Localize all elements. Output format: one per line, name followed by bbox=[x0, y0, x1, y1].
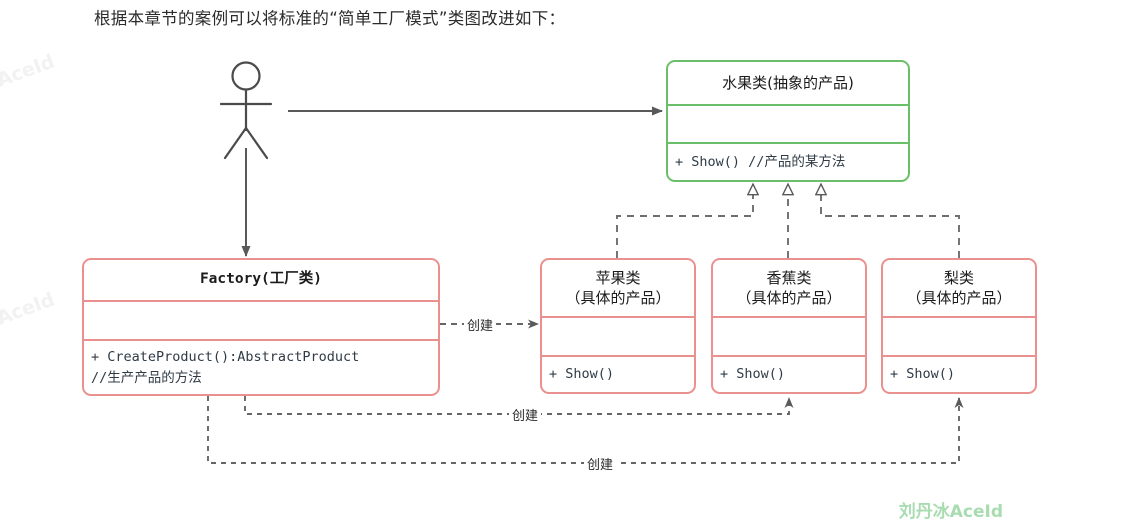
edge-label-create-apple: 创建 bbox=[464, 315, 497, 334]
class-methods-banana: + Show() bbox=[713, 355, 865, 392]
actor-head bbox=[231, 61, 261, 91]
watermark-author: 刘丹冰AceId bbox=[898, 502, 1003, 522]
class-name-apple: 苹果类 bbox=[595, 268, 641, 287]
actor-leg-left bbox=[223, 126, 248, 160]
method-show-banana: + Show() bbox=[720, 366, 786, 383]
class-box-banana[interactable]: 香蕉类 （具体的产品） + Show() bbox=[711, 258, 867, 394]
class-methods-abstract-product: + Show() //产品的某方法 bbox=[668, 142, 908, 180]
class-attributes-abstract-product bbox=[668, 104, 908, 142]
edge-label-create-banana: 创建 bbox=[509, 405, 542, 424]
class-name-abstract-product: 水果类(抽象的产品) bbox=[722, 73, 854, 92]
class-stereotype-apple: （具体的产品） bbox=[565, 289, 671, 307]
class-attributes-apple bbox=[542, 316, 694, 355]
class-name-pear: 梨类 bbox=[943, 268, 974, 287]
class-box-factory[interactable]: Factory(工厂类) + CreateProduct():AbstractP… bbox=[82, 258, 440, 396]
class-name-banana: 香蕉类 bbox=[766, 268, 812, 287]
class-methods-factory: + CreateProduct():AbstractProduct //生产产品… bbox=[84, 339, 438, 394]
edge-pear-realizes-abstract bbox=[821, 184, 960, 258]
class-attributes-pear bbox=[883, 316, 1035, 355]
class-box-abstract-product[interactable]: 水果类(抽象的产品) + Show() //产品的某方法 bbox=[666, 60, 910, 182]
class-box-apple[interactable]: 苹果类 （具体的产品） + Show() bbox=[540, 258, 696, 394]
method-show-abstract: + Show() //产品的某方法 bbox=[675, 153, 846, 170]
method-show-apple: + Show() bbox=[549, 366, 615, 383]
class-title-factory: Factory(工厂类) bbox=[84, 260, 438, 300]
method-create-product-comment: //生产产品的方法 bbox=[91, 369, 202, 386]
class-title-banana: 香蕉类 （具体的产品） bbox=[713, 260, 865, 316]
class-stereotype-pear: （具体的产品） bbox=[906, 289, 1012, 307]
page-title: 根据本章节的案例可以将标准的“简单工厂模式”类图改进如下： bbox=[94, 9, 566, 28]
edge-apple-realizes-abstract bbox=[616, 184, 753, 258]
class-title-abstract-product: 水果类(抽象的产品) bbox=[668, 62, 908, 104]
method-show-pear: + Show() bbox=[890, 366, 956, 383]
class-title-apple: 苹果类 （具体的产品） bbox=[542, 260, 694, 316]
class-methods-pear: + Show() bbox=[883, 355, 1035, 392]
class-title-pear: 梨类 （具体的产品） bbox=[883, 260, 1035, 316]
actor-stick-figure bbox=[219, 61, 273, 160]
class-name-factory: Factory(工厂类) bbox=[199, 271, 323, 288]
actor-leg-right bbox=[244, 126, 269, 160]
class-box-pear[interactable]: 梨类 （具体的产品） + Show() bbox=[881, 258, 1037, 394]
class-attributes-factory bbox=[84, 300, 438, 339]
class-attributes-banana bbox=[713, 316, 865, 355]
edge-factory-creates-pear bbox=[207, 396, 964, 464]
edge-label-create-pear: 创建 bbox=[584, 454, 617, 473]
class-methods-apple: + Show() bbox=[542, 355, 694, 392]
class-stereotype-banana: （具体的产品） bbox=[736, 289, 842, 307]
method-create-product: + CreateProduct():AbstractProduct bbox=[91, 349, 360, 366]
